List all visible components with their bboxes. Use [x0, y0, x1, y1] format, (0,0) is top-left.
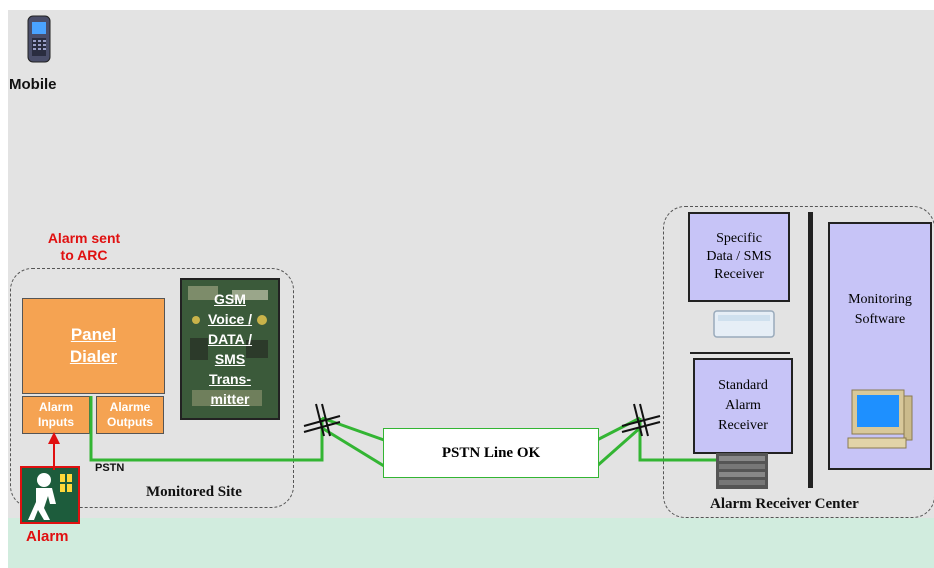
gsm-line-1: GSM [214, 291, 246, 307]
mobile-label: Mobile [9, 76, 57, 93]
monitored-site-area [10, 268, 294, 508]
pstn-label: PSTN [95, 462, 125, 474]
rack-server-icon [715, 452, 769, 490]
monitoring-software-label: Monitoring Software [830, 290, 930, 330]
panel-dialer-line2: Dialer [69, 347, 118, 366]
monitored-site-label: Monitored Site [146, 484, 242, 500]
panel-dialer: Panel Dialer [22, 298, 165, 394]
alarm-sent-line2: to ARC [60, 247, 108, 263]
alarm-sent-note: Alarm sent to ARC [38, 230, 130, 264]
panel-dialer-line1: Panel [70, 325, 117, 344]
gsm-line-3: DATA / [207, 331, 253, 347]
pstn-line-left [89, 396, 324, 462]
divider-line [690, 352, 790, 354]
gsm-line-6: mitter [210, 391, 250, 407]
arc-area [663, 206, 934, 518]
specific-line-3: Receiver [714, 267, 764, 282]
alarm-label: Alarm [26, 528, 69, 545]
specific-line-1: Specific [716, 231, 762, 246]
alarme-outputs-line2: Outputs [107, 415, 153, 429]
pstn-line-status: PSTN Line OK [383, 428, 599, 478]
alarm-inputs-line2: Inputs [38, 415, 74, 429]
pstn-line-from-box-upper [596, 416, 641, 442]
line-break-left [303, 403, 341, 437]
arc-label: Alarm Receiver Center [710, 496, 859, 512]
standard-line-3: Receiver [718, 418, 768, 433]
alarm-inputs: Alarm Inputs [22, 396, 90, 434]
pstn-line-to-box-lower [321, 426, 385, 468]
standard-line-2: Alarm [725, 398, 761, 413]
monitoring-software: Monitoring Software [828, 222, 932, 470]
specific-data-sms-receiver: Specific Data / SMS Receiver [688, 212, 790, 302]
line-break-right [621, 403, 661, 437]
gsm-label: GSM Voice / DATA / SMS Trans- mitter [182, 282, 278, 416]
alarm-sent-line1: Alarm sent [47, 230, 121, 246]
monitoring-line-2: Software [854, 312, 906, 327]
alarme-outputs-line1: Alarme [109, 400, 151, 414]
alarm-arrow-head [48, 432, 60, 444]
alarm-inputs-line1: Alarm [38, 400, 73, 414]
pstn-line-from-box-lower [596, 426, 641, 468]
arc-separator [808, 212, 813, 488]
burglar-icon [20, 466, 80, 524]
gsm-line-5: Trans- [208, 371, 251, 387]
bottom-band [8, 518, 934, 568]
specific-line-2: Data / SMS [706, 249, 772, 264]
pstn-line-status-label: PSTN Line OK [441, 444, 541, 461]
receiver-device-icon [712, 305, 776, 341]
pstn-line-to-box-upper [321, 416, 385, 442]
circuit-board-icon [188, 286, 268, 406]
monitoring-line-1: Monitoring [848, 292, 912, 307]
standard-line-1: Standard [718, 378, 768, 393]
computer-icon [847, 389, 913, 449]
gsm-transmitter-board: GSM Voice / DATA / SMS Trans- mitter [180, 278, 280, 420]
gsm-line-4: SMS [214, 351, 246, 367]
gsm-line-2: Voice / [207, 311, 253, 327]
alarme-outputs: Alarme Outputs [96, 396, 164, 434]
mobile-phone-icon [20, 14, 58, 64]
